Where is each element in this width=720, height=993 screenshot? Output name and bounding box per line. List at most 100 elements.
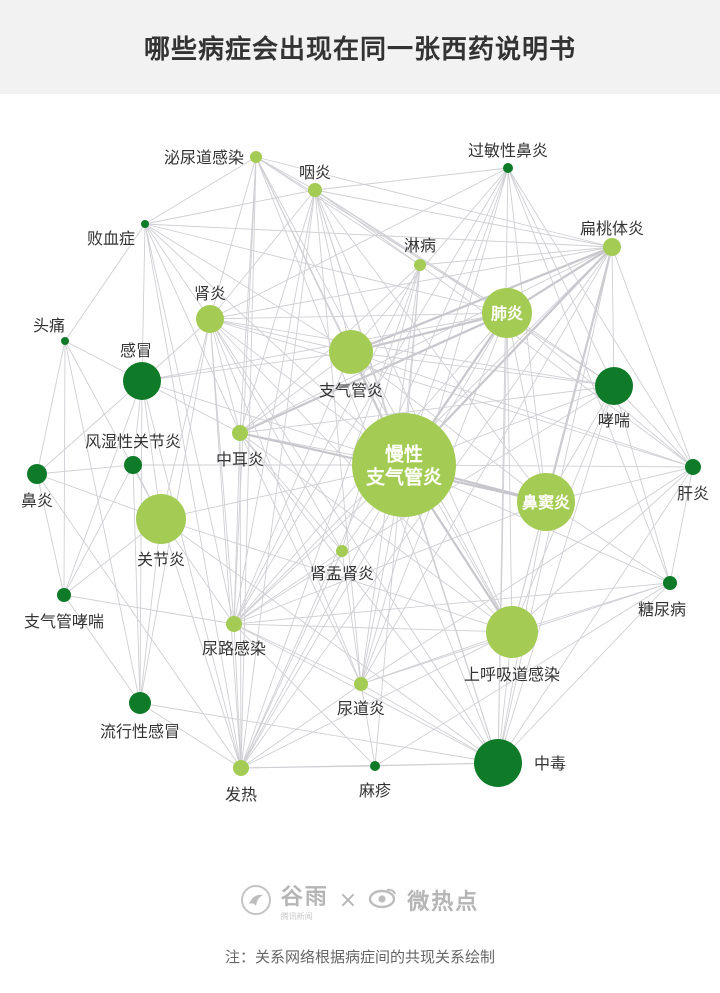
edge-fsxgjy-lxxgm [132, 464, 141, 704]
edge-mnddgr-nlgr [233, 156, 257, 625]
node-zd[interactable] [474, 739, 522, 787]
node-label-sysy: 肾盂肾炎 [310, 564, 374, 583]
edge-biy-zqgxc [36, 473, 65, 596]
brand-right-name: 微热点 [407, 890, 480, 915]
node-xc[interactable] [595, 367, 633, 405]
node-fsxgjy[interactable] [124, 456, 142, 474]
edge-btty-gany [611, 246, 694, 468]
edge-zqgxc-nlgr [63, 594, 235, 625]
edge-gm-biy [36, 380, 143, 475]
edge-yy-fr [240, 189, 316, 769]
edge-gany-sy [209, 318, 694, 468]
edge-zd-nlgr [233, 623, 499, 764]
edge-bdy-zqgy [350, 351, 547, 503]
edge-bxz-nlgr [144, 223, 235, 625]
node-zqgy[interactable] [329, 330, 373, 374]
node-fy[interactable] [482, 288, 532, 338]
edge-sysy-nday [341, 550, 362, 685]
edge-shxdgr-nlgr [233, 623, 513, 633]
edge-yy-nlgr [233, 189, 316, 625]
node-label-btty: 扁桃体炎 [580, 219, 644, 238]
node-tnb[interactable] [663, 576, 677, 590]
node-shxdgr[interactable] [486, 606, 538, 658]
edge-gjy-shxdgr [160, 518, 513, 633]
node-gm[interactable] [123, 362, 161, 400]
node-label-mxzqgy: 慢性 [385, 442, 423, 465]
node-bxz[interactable] [141, 220, 149, 228]
edge-fr-gm [141, 380, 242, 769]
node-yy[interactable] [308, 183, 322, 197]
edge-fy-shxdgr [506, 312, 513, 633]
edge-tnb-gmxby [507, 167, 671, 584]
node-mz[interactable] [370, 761, 380, 771]
edge-shxdgr-gany [511, 466, 694, 633]
node-sy[interactable] [196, 305, 224, 333]
node-gany[interactable] [685, 459, 701, 475]
node-label-xc: 哮喘 [598, 411, 630, 430]
edge-nday-mz [360, 683, 376, 767]
edge-sysy-fr [240, 550, 343, 769]
node-fr[interactable] [233, 760, 249, 776]
node-label-mz: 麻疹 [359, 781, 391, 800]
edge-fsxgjy-zqgxc [63, 464, 134, 596]
edge-biy-fsxgjy [36, 464, 134, 475]
node-label-zqgy: 支气管炎 [319, 381, 383, 400]
node-lb[interactable] [414, 259, 426, 271]
node-gmxby[interactable] [503, 163, 513, 173]
edge-gjy-zd [160, 518, 499, 764]
title-bar: 哪些病症会出现在同一张西药说明书 [0, 0, 720, 94]
node-zqgxc[interactable] [57, 588, 71, 602]
edge-zey-sysy [239, 432, 343, 552]
node-zey[interactable] [232, 425, 248, 441]
edge-nday-fr [240, 683, 362, 769]
labels-layer: 泌尿道感染咽炎过敏性鼻炎败血症淋病扁桃体炎肾炎肺炎头痛感冒支气管炎哮喘风湿性关节… [21, 141, 709, 804]
node-lxxgm[interactable] [129, 692, 151, 714]
node-gjy[interactable] [136, 494, 186, 544]
node-biy[interactable] [27, 464, 47, 484]
edge-nlgr-nday [233, 623, 362, 685]
edge-yy-bxz [144, 189, 316, 225]
edge-lb-fr [240, 264, 421, 769]
edge-bxz-gm [141, 223, 146, 382]
edge-xc-zey [239, 385, 615, 434]
edge-sy-nday [209, 318, 362, 685]
node-label-zd: 中毒 [534, 754, 566, 773]
node-label-mnddgr: 泌尿道感染 [164, 148, 244, 167]
edge-bxz-fr [144, 223, 242, 769]
edge-gm-zqgxc [63, 380, 143, 596]
node-label-fy: 肺炎 [491, 304, 523, 323]
node-tt[interactable] [61, 337, 69, 345]
node-label-bxz: 败血症 [87, 229, 135, 248]
footnote: 注：关系网络根据病症间的共现关系绘制 [224, 948, 495, 966]
node-nday[interactable] [354, 677, 368, 691]
edge-zey-nlgr [233, 432, 241, 625]
edge-yy-zey [239, 189, 316, 434]
edge-gany-nday [360, 466, 694, 685]
edge-gjy-tt [64, 340, 162, 520]
node-btty[interactable] [603, 238, 621, 256]
edge-zqgy-gany [350, 351, 694, 468]
guyu-bird-icon [240, 885, 271, 915]
node-label-gany: 肝炎 [677, 484, 709, 503]
node-label-fsxgjy: 风湿性关节炎 [85, 432, 181, 451]
edge-btty-shxdgr [511, 246, 613, 633]
edge-zqgy-zey [239, 351, 352, 434]
edge-yy-lb [314, 189, 421, 266]
node-bdy[interactable] [517, 473, 575, 531]
edge-btty-yy [314, 189, 613, 248]
node-mxzqgy[interactable] [352, 413, 456, 517]
node-nlgr[interactable] [226, 616, 242, 632]
edge-zd-sy [209, 318, 499, 764]
node-sysy[interactable] [336, 545, 348, 557]
edge-fy-bxz [144, 223, 508, 314]
edge-xc-gmxby [507, 167, 615, 387]
edge-gjy-sy [160, 318, 211, 520]
weibo-eye-icon [367, 887, 397, 913]
node-label-gm: 感冒 [120, 341, 152, 360]
edge-gany-gmxby [507, 167, 694, 468]
edge-gjy-fr [160, 518, 242, 769]
node-mnddgr[interactable] [250, 151, 262, 163]
edge-tt-zqgxc [63, 340, 66, 596]
edge-lb-sysy [341, 264, 421, 552]
edge-tt-biy [36, 340, 66, 475]
